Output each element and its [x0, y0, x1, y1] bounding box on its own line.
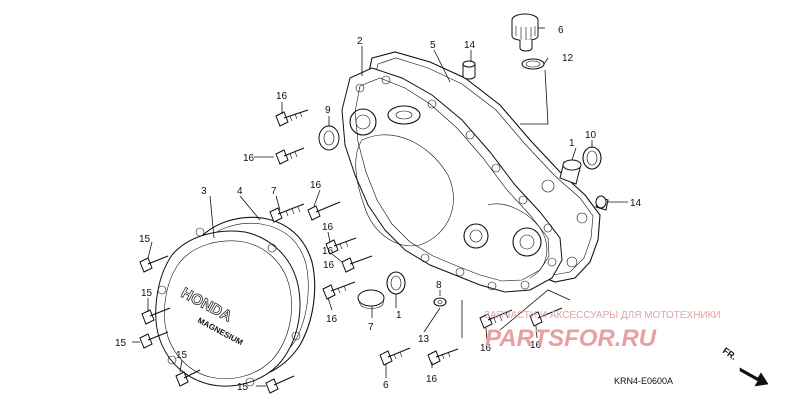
bolt-16-g[interactable]: [322, 281, 356, 300]
watermark: ЗАПЧАСТИ И АКСЕССУАРЫ ДЛЯ МОТОТЕХНИКИ PA…: [484, 310, 721, 352]
collar[interactable]: [559, 159, 582, 185]
callout-14-upper: 14: [464, 40, 476, 51]
callout-16-g: 16: [326, 314, 338, 325]
oil-seal-left[interactable]: [318, 125, 340, 151]
callout-8: 8: [436, 280, 442, 291]
bolt-16-a[interactable]: [275, 109, 309, 127]
callout-13: 13: [418, 334, 430, 345]
bolt-16-e[interactable]: [325, 237, 357, 255]
oil-filler-o-ring[interactable]: [521, 58, 545, 70]
callouts: 2 5 14 6 12 1 10 14 9 16 16 3 4 7 16 16 …: [115, 25, 642, 393]
bolt-15-c[interactable]: [139, 331, 169, 349]
bolt-16-j[interactable]: [427, 348, 459, 366]
callout-15-a: 15: [139, 234, 151, 245]
callout-4: 4: [237, 186, 243, 197]
callout-16-c: 16: [310, 180, 322, 191]
bolt-16-i[interactable]: [529, 307, 563, 327]
watermark-logo: PARTSFOR.RU: [485, 325, 657, 352]
bolts: [139, 109, 563, 394]
bolt-13[interactable]: [379, 347, 411, 366]
leader-lines: [132, 27, 628, 387]
callout-15-d: 15: [176, 350, 188, 361]
callout-5: 5: [430, 40, 436, 51]
callout-3: 3: [201, 186, 207, 197]
callout-16-f: 16: [323, 260, 335, 271]
callout-2: 2: [357, 36, 363, 47]
callout-15-b: 15: [141, 288, 153, 299]
callout-16-a: 16: [276, 91, 288, 102]
callout-1-lower: 1: [396, 310, 402, 321]
front-marker: FR.: [721, 345, 769, 387]
bolt-15-b[interactable]: [141, 307, 171, 325]
callout-16-b: 16: [243, 153, 255, 164]
callout-16-e: 16: [322, 246, 334, 257]
callout-10: 10: [585, 130, 597, 141]
callout-6-lower: 6: [383, 380, 389, 391]
callout-7-lower: 7: [368, 322, 374, 333]
bolt-16-h[interactable]: [479, 309, 513, 329]
callout-6-upper: 6: [558, 25, 564, 36]
callout-14-lower: 14: [630, 198, 642, 209]
plug-o-ring[interactable]: [386, 271, 406, 295]
dowel-pin-upper[interactable]: [462, 60, 476, 80]
oil-seal-right[interactable]: [582, 146, 602, 170]
bolt-16-b[interactable]: [275, 147, 305, 165]
bolt-16-c[interactable]: [269, 203, 305, 223]
bolt-15-a[interactable]: [139, 255, 169, 273]
diagram-code: KRN4-E0600A: [614, 376, 673, 386]
bolt-15-d[interactable]: [175, 369, 201, 387]
callout-16-h: 16: [480, 343, 492, 354]
oil-filler-cap[interactable]: [511, 13, 539, 52]
callout-16-i: 16: [530, 340, 542, 351]
callout-16-d: 16: [322, 222, 334, 233]
watermark-text: ЗАПЧАСТИ И АКСЕССУАРЫ ДЛЯ МОТОТЕХНИКИ: [484, 310, 721, 321]
callout-15-e: 15: [237, 382, 249, 393]
callout-1-upper: 1: [569, 138, 575, 149]
callout-16-j: 16: [426, 374, 438, 385]
callout-9: 9: [325, 105, 331, 116]
clutch-cover[interactable]: HONDA MAGNESIUM: [155, 227, 301, 387]
callout-12: 12: [562, 53, 574, 64]
bolt-16-d[interactable]: [307, 201, 341, 221]
inspection-plug[interactable]: [357, 289, 385, 309]
front-arrow-icon: [739, 367, 769, 387]
washer[interactable]: [433, 297, 447, 307]
bolt-16-f[interactable]: [341, 255, 373, 273]
callout-7-upper: 7: [271, 186, 277, 197]
callout-15-c: 15: [115, 338, 127, 349]
dowel-pin-lower[interactable]: [595, 195, 609, 211]
front-marker-text: FR.: [721, 345, 739, 362]
right-crankcase-cover[interactable]: [341, 67, 563, 293]
bolt-15-e[interactable]: [265, 375, 295, 394]
